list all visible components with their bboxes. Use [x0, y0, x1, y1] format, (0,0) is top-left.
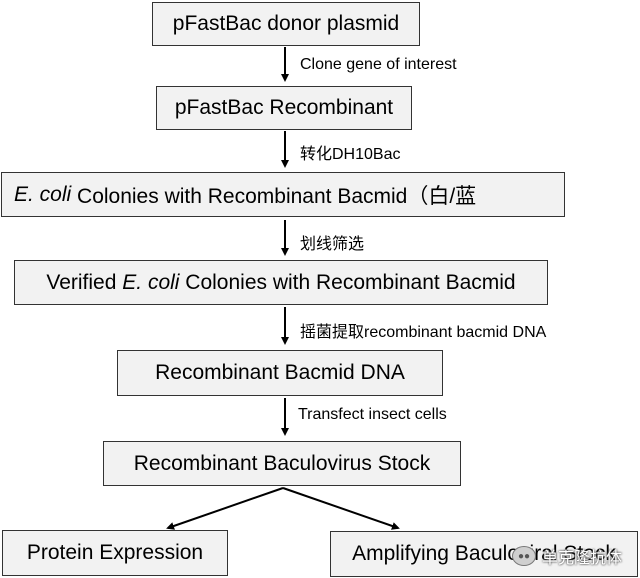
watermark: ●● 单克隆抗体	[511, 544, 622, 568]
box-verified-species: E. coli	[122, 270, 180, 294]
step-label-transform: 转化DH10Bac	[300, 146, 401, 163]
box-amplifying: Amplifying Baculoviral Stock	[330, 531, 638, 577]
box-protein-expression-label: Protein Expression	[26, 541, 204, 564]
wechat-icon: ●●	[511, 546, 536, 566]
watermark-text: 单克隆抗体	[541, 550, 622, 567]
box-verified-prefix: Verified	[46, 270, 123, 294]
box-bacmid-dna-label: Recombinant Bacmid DNA	[155, 361, 405, 384]
box-verified-label: Colonies with Recombinant Bacmid	[179, 270, 516, 294]
box-recombinant-label: pFastBac Recombinant	[174, 96, 394, 119]
box-virus-stock: Recombinant Baculovirus Stock	[103, 441, 461, 486]
box-amplifying-label: Amplifying Baculoviral Stock	[352, 542, 616, 565]
box-virus-stock-label: Recombinant Baculovirus Stock	[133, 451, 431, 475]
box-donor-plasmid-label: pFastBac donor plasmid	[172, 12, 400, 35]
box-bacmid-dna: Recombinant Bacmid DNA	[117, 350, 443, 396]
step-label-transfect: Transfect insect cells	[298, 406, 447, 423]
arrow-stock-to-protein	[166, 487, 284, 530]
box-colonies-species: E. coli	[14, 182, 72, 206]
box-colonies: E. coli Colonies with Recombinant Bacmid…	[1, 172, 565, 217]
box-recombinant: pFastBac Recombinant	[156, 86, 412, 130]
box-verified: Verified E. coli Colonies with Recombina…	[14, 260, 548, 305]
box-colonies-label: Colonies with Recombinant Bacmid（白/蓝	[71, 184, 477, 208]
step-label-streak: 划线筛选	[300, 236, 365, 253]
box-donor-plasmid: pFastBac donor plasmid	[152, 2, 420, 46]
arrow-stock-to-amplifying	[282, 487, 400, 530]
step-label-clone: Clone gene of interest	[300, 56, 457, 73]
box-protein-expression: Protein Expression	[2, 530, 228, 576]
step-label-extract: 摇菌提取recombinant bacmid DNA	[300, 324, 547, 341]
